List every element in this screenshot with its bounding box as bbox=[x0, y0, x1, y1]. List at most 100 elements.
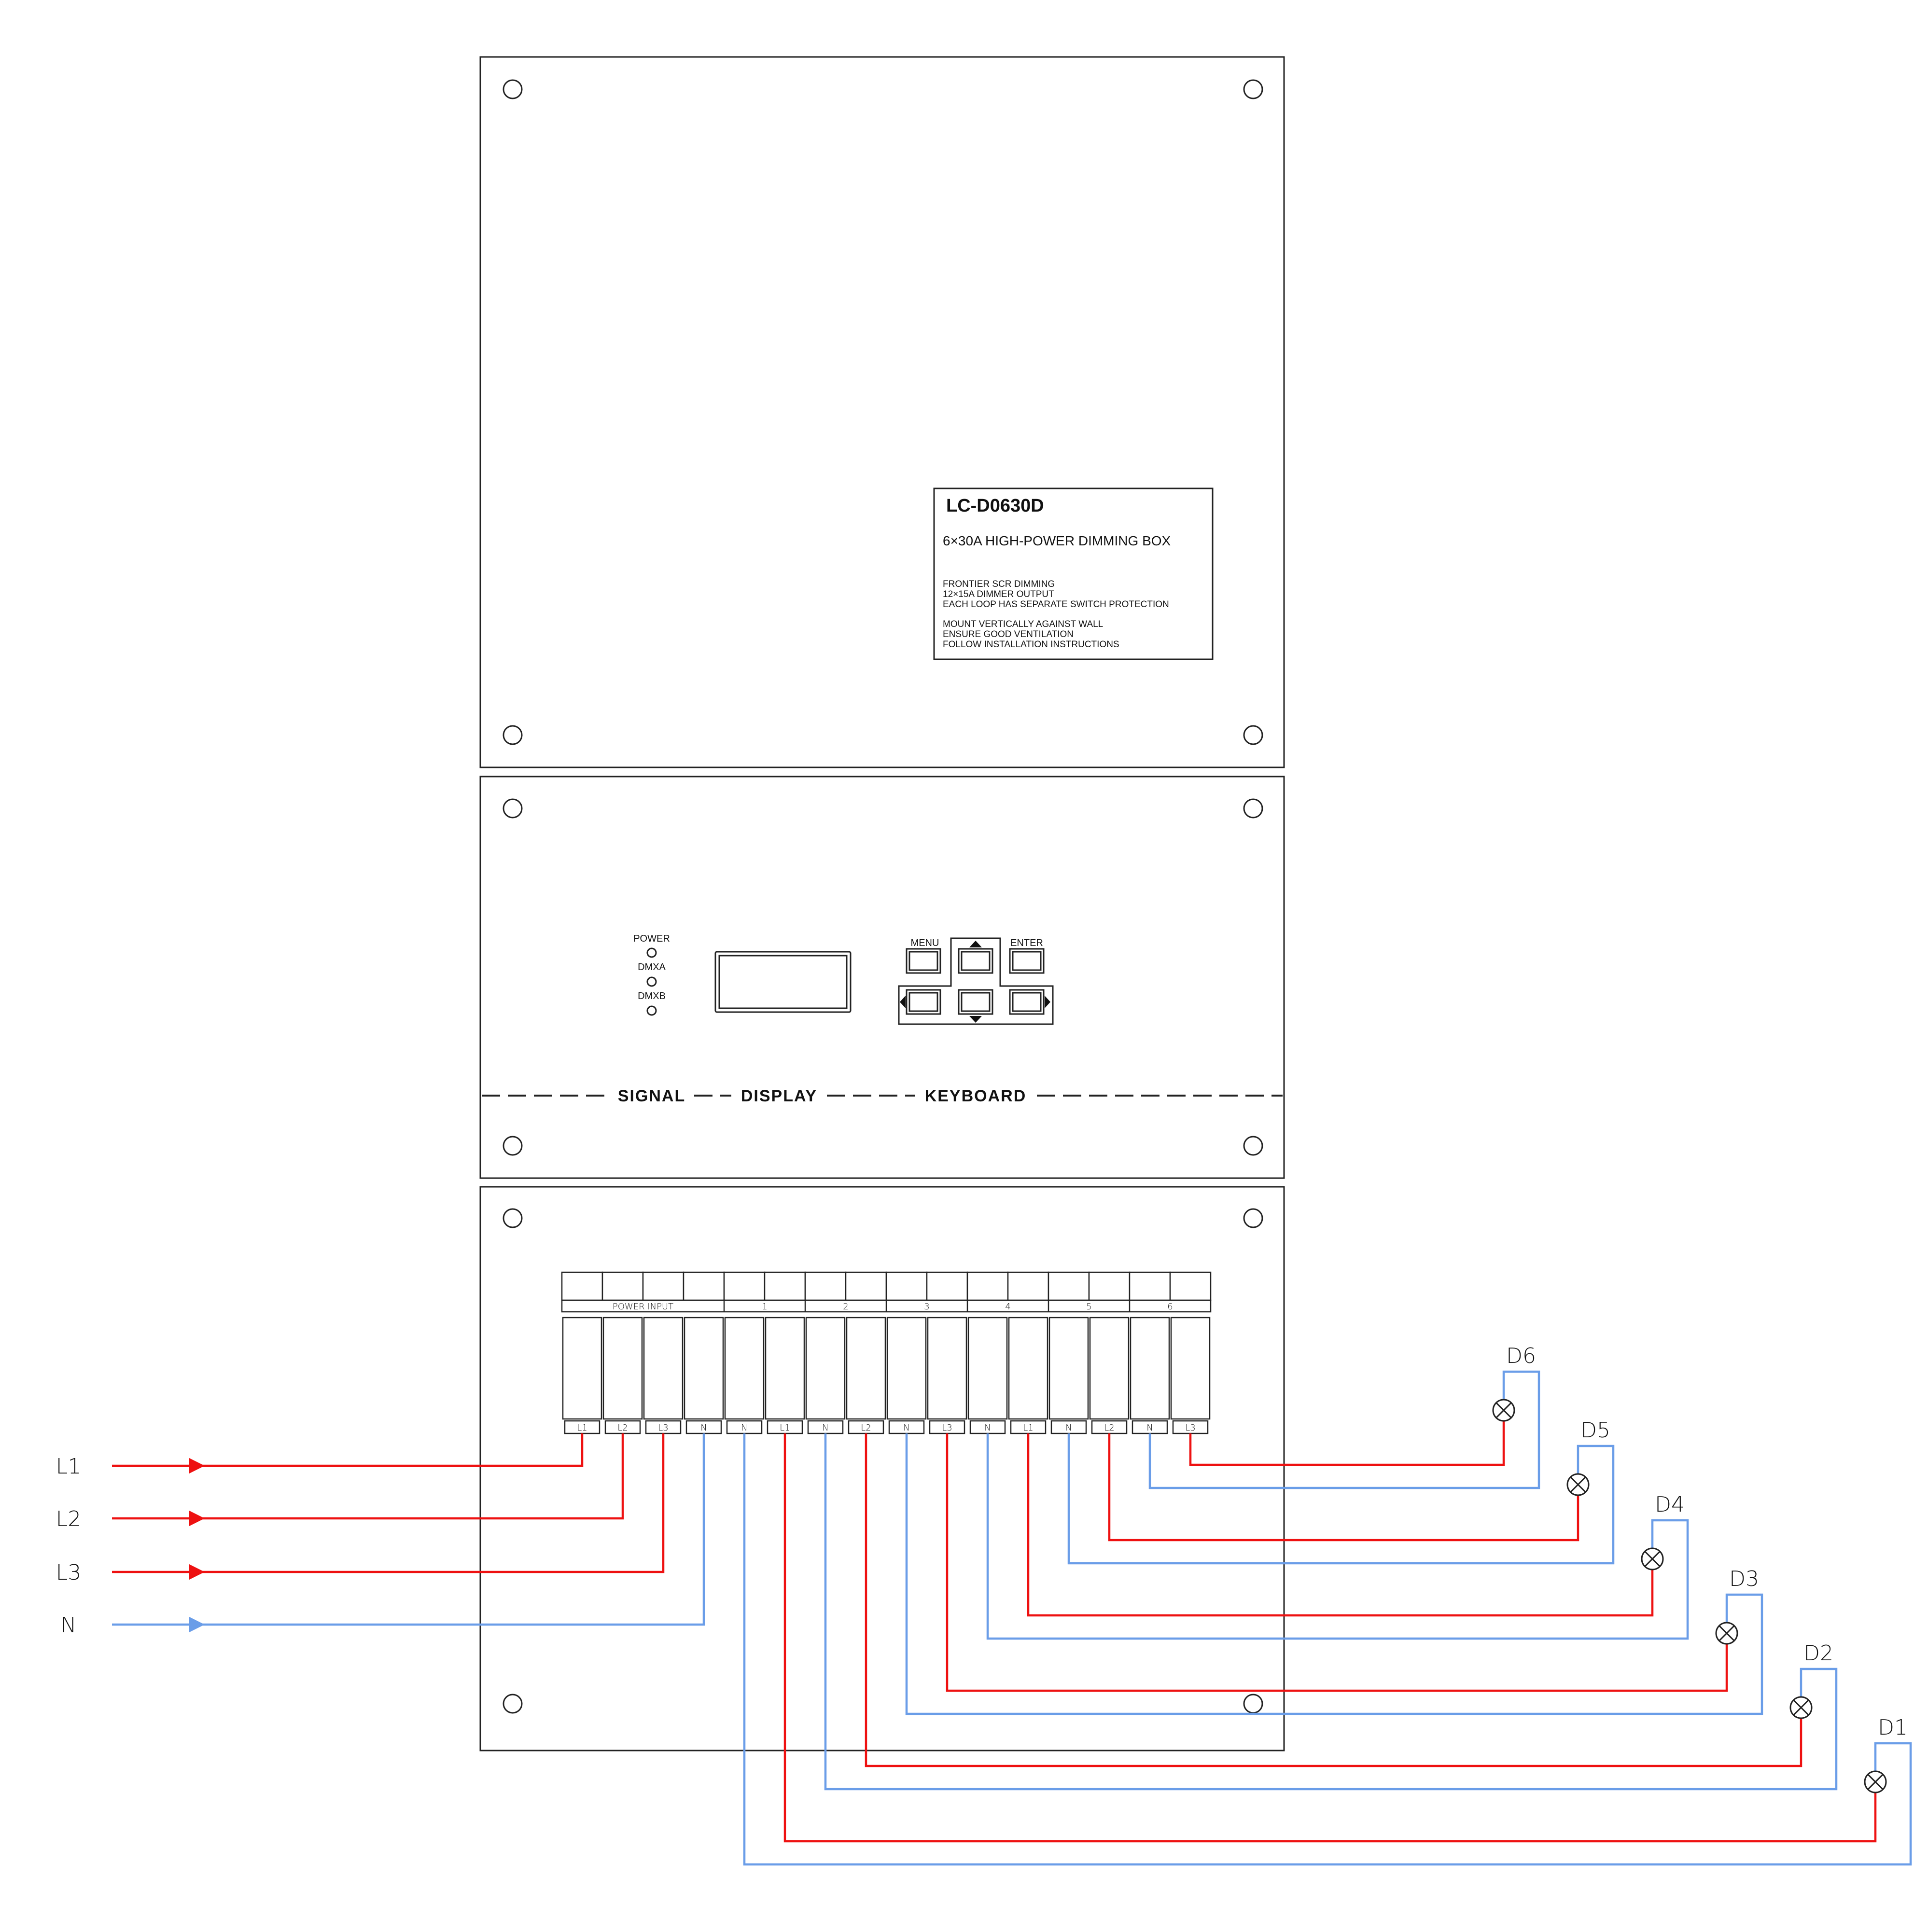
keyboard-section-label: KEYBOARD bbox=[925, 1087, 1027, 1105]
lamp-icon bbox=[1864, 1770, 1887, 1793]
arrow-right-icon bbox=[189, 1458, 205, 1473]
terminal-label: N bbox=[1065, 1423, 1072, 1433]
breaker-module bbox=[724, 1317, 765, 1420]
breaker-top-cell bbox=[885, 1271, 928, 1301]
output-neutral-wire bbox=[1067, 1433, 1615, 1565]
menu-key-label: MENU bbox=[911, 938, 939, 948]
dmxb-led-icon bbox=[646, 1005, 657, 1016]
terminal-screw bbox=[1132, 1420, 1168, 1434]
mounting-hole bbox=[1243, 1136, 1263, 1156]
breaker-top-cell bbox=[1088, 1271, 1131, 1301]
terminal-screw bbox=[645, 1420, 682, 1434]
channel-number: 6 bbox=[1167, 1302, 1173, 1312]
output-neutral-wire bbox=[824, 1433, 1838, 1791]
power-led-icon bbox=[646, 947, 657, 958]
indicator-label: DMXB bbox=[638, 991, 666, 1001]
terminal-label: L3 bbox=[1185, 1423, 1195, 1433]
feature-line: 12×15A DIMMER OUTPUT bbox=[943, 589, 1054, 599]
up-button[interactable] bbox=[958, 941, 993, 974]
lamp-icon bbox=[1789, 1696, 1813, 1719]
left-button[interactable] bbox=[900, 989, 941, 1015]
breaker-module bbox=[1008, 1317, 1048, 1420]
right-button[interactable] bbox=[1009, 989, 1050, 1015]
lamp-icon bbox=[1641, 1547, 1664, 1571]
output-neutral-wire bbox=[1148, 1370, 1540, 1489]
enter-button[interactable] bbox=[1009, 948, 1045, 974]
supply-line-label: L3 bbox=[56, 1560, 82, 1585]
keypad: MENU ENTER bbox=[898, 937, 1054, 1025]
breaker-top-cell bbox=[1129, 1271, 1171, 1301]
breaker-module bbox=[602, 1317, 643, 1420]
lamp-icon bbox=[1566, 1473, 1590, 1496]
breaker-module bbox=[1089, 1317, 1130, 1420]
terminal-label: N bbox=[1146, 1423, 1153, 1433]
breaker-top-cell bbox=[764, 1271, 806, 1301]
display-section-label: DISPLAY bbox=[741, 1087, 817, 1105]
mounting-hole bbox=[1243, 798, 1263, 819]
breaker-module bbox=[684, 1317, 724, 1420]
lcd-display bbox=[714, 951, 852, 1013]
breaker-top-cell bbox=[683, 1271, 725, 1301]
breaker-top-cell bbox=[926, 1271, 968, 1301]
mounting-hole bbox=[503, 1694, 523, 1714]
output-live-wire bbox=[1108, 1433, 1579, 1542]
signal-indicators: POWER DMXA DMXB bbox=[633, 933, 670, 1016]
load-label: D3 bbox=[1729, 1567, 1759, 1591]
mounting-hole bbox=[503, 798, 523, 819]
output-live-wire bbox=[783, 1433, 1877, 1843]
terminal-label: N bbox=[741, 1423, 747, 1433]
terminal-label: L1 bbox=[1023, 1423, 1033, 1433]
supply-wire bbox=[112, 1433, 624, 1520]
section-divider: SIGNAL DISPLAY KEYBOARD bbox=[482, 1087, 1283, 1105]
terminal-screw bbox=[888, 1420, 925, 1434]
terminal-label: L1 bbox=[577, 1423, 587, 1433]
mounting-hole bbox=[1243, 79, 1263, 99]
output-neutral-wire bbox=[743, 1433, 1912, 1866]
breaker-top-cell bbox=[845, 1271, 887, 1301]
supply-line-label: L1 bbox=[56, 1454, 82, 1479]
breaker-module bbox=[886, 1317, 927, 1420]
load-label: D1 bbox=[1878, 1715, 1908, 1740]
supply-wire bbox=[112, 1433, 665, 1573]
output-live-wire bbox=[865, 1433, 1802, 1767]
output-neutral-wire bbox=[905, 1433, 1763, 1715]
mounting-hole bbox=[503, 79, 523, 99]
terminal-label: L2 bbox=[861, 1423, 871, 1433]
menu-button[interactable] bbox=[906, 948, 941, 974]
down-button[interactable] bbox=[958, 989, 993, 1023]
mounting-hole bbox=[1243, 1208, 1263, 1228]
model-number: LC-D0630D bbox=[946, 496, 1044, 516]
load-label: D5 bbox=[1580, 1418, 1610, 1443]
product-subtitle: 6×30A HIGH-POWER DIMMING BOX bbox=[943, 533, 1171, 548]
breaker-top-cell bbox=[723, 1271, 766, 1301]
load-label: D6 bbox=[1506, 1344, 1536, 1368]
lamp-icon bbox=[1715, 1622, 1738, 1645]
arrow-right-icon bbox=[1045, 996, 1050, 1008]
breaker-top-cell bbox=[1169, 1271, 1212, 1301]
breaker-module bbox=[1048, 1317, 1089, 1420]
breaker-module bbox=[562, 1317, 602, 1420]
breaker-top-cell bbox=[601, 1271, 644, 1301]
terminal-screw bbox=[726, 1420, 763, 1434]
channel-number: 4 bbox=[1005, 1302, 1010, 1312]
instruction-line: FOLLOW INSTALLATION INSTRUCTIONS bbox=[943, 639, 1119, 650]
indicator-label: POWER bbox=[633, 933, 670, 944]
enter-key-label: ENTER bbox=[1010, 938, 1043, 948]
terminal-screw bbox=[564, 1420, 601, 1434]
terminal-label: L3 bbox=[942, 1423, 952, 1433]
mounting-hole bbox=[503, 1136, 523, 1156]
supply-line-label: L2 bbox=[56, 1507, 82, 1531]
load-label: D2 bbox=[1803, 1641, 1833, 1666]
arrow-down-icon bbox=[969, 1016, 982, 1023]
supply-line-label: N bbox=[61, 1613, 77, 1638]
breaker-top-cell bbox=[966, 1271, 1009, 1301]
arrow-right-icon bbox=[189, 1564, 205, 1580]
output-live-wire bbox=[1189, 1420, 1505, 1466]
breaker-module bbox=[927, 1317, 967, 1420]
terminal-label: N bbox=[903, 1423, 909, 1433]
terminal-screw bbox=[604, 1420, 641, 1434]
arrow-left-icon bbox=[900, 996, 906, 1008]
control-panel: POWER DMXA DMXB MENU ENTER bbox=[479, 776, 1285, 1179]
